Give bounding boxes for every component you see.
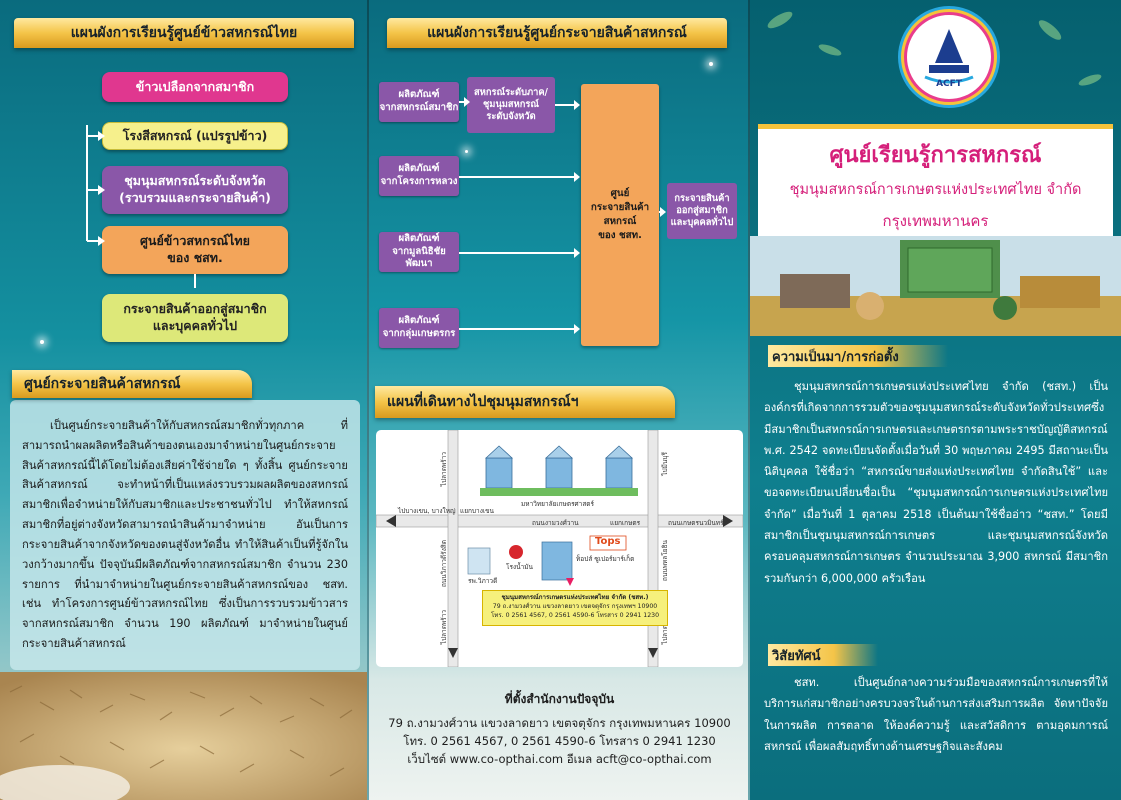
product-source-royal-project: ผลิตภัณฑ์ จากโครงการหลวง (379, 156, 459, 196)
flow-arrow (87, 185, 105, 195)
flow-arrow (87, 131, 105, 141)
map-label: แยกเกษตร (610, 519, 641, 527)
flow-arrow (555, 100, 580, 110)
map-label: ถนนวิภาวดีรังสิต (440, 540, 448, 588)
flow-arrow (459, 97, 470, 107)
map-label: ไปลาดพร้าว (440, 452, 448, 487)
map-label: ถนนเกษตรนวมินทร์ (668, 519, 724, 527)
central-distribution-box: ศูนย์ กระจายสินค้า สหกรณ์ ของ ชสท. (581, 84, 659, 346)
office-address-line: 79 ถ.งามวงศ์วาน แขวงลาดยาว เขตจตุจักร กร… (388, 716, 731, 730)
route-map: ไปลาดพร้าว มหาวิทยาลัยเกษตรศาสตร์ ไปบางเ… (376, 430, 743, 667)
distribution-center-heading: ศูนย์กระจายสินค้าสหกรณ์ (12, 370, 252, 398)
flow-step-distribution: กระจายสินค้าออกสู่สมาชิก และบุคคลทั่วไป (102, 294, 288, 342)
flow-arrow (87, 236, 105, 246)
office-heading: ที่ตั้งสำนักงานปัจจุบัน (504, 692, 615, 706)
leaf-decoration (767, 11, 1102, 86)
sparkle-decoration (709, 62, 713, 66)
map-label: ถนนงามวงศ์วาน (532, 519, 579, 527)
office-phone-line: โทร. 0 2561 4567, 0 2561 4590-6 โทรสาร 0… (403, 733, 716, 748)
flow-connector (194, 274, 196, 288)
map-label: ไปมีนบุรี (661, 452, 669, 476)
flow-arrow (459, 248, 580, 258)
regional-coop-box: สหกรณ์ระดับภาค/ ชุมนุมสหกรณ์ ระดับจังหวั… (467, 77, 555, 133)
map-label: ท็อปส์ ซูเปอร์มาร์เก็ต (576, 555, 635, 563)
distribution-flow-banner: แผนผังการเรียนรู้ศูนย์กระจายสินค้าสหกรณ์ (387, 18, 727, 48)
sparkle-decoration (40, 340, 44, 344)
map-label: แยกบางเขน (460, 507, 494, 515)
map-label: รพ.วิภาวดี (468, 577, 498, 585)
distribute-out-box: กระจายสินค้า ออกสู่สมาชิก และบุคคลทั่วไป (667, 183, 737, 239)
panel-cover: ACFT ศูนย์เรียนรู้การสหกรณ์ ชุมนุมสหกรณ์… (750, 0, 1121, 800)
map-label: ไปบางเขน, บางใหญ่ (398, 507, 456, 515)
flow-connector (86, 125, 88, 241)
panel-distribution-center: แผนผังการเรียนรู้ศูนย์กระจายสินค้าสหกรณ์… (369, 0, 750, 800)
vision-heading: วิสัยทัศน์ (768, 644, 878, 666)
product-source-members: ผลิตภัณฑ์ จากสหกรณ์สมาชิก (379, 82, 459, 122)
flow-arrow (459, 172, 580, 182)
panel-rice-center: แผนผังการเรียนรู้ศูนย์ข้าวสหกรณ์ไทย ข้าว… (0, 0, 369, 800)
flow-step-thai-rice-center: ศูนย์ข้าวสหกรณ์ไทย ของ ชสท. (102, 226, 288, 274)
acft-logo: ACFT (904, 12, 994, 102)
distribution-center-text: เป็นศูนย์กระจายสินค้าให้กับสหกรณ์สมาชิกท… (22, 419, 348, 651)
flow-arrow (659, 207, 666, 217)
flow-step-provincial-coop: ชุมนุมสหกรณ์ระดับจังหวัด (รวบรวมและกระจา… (102, 166, 288, 214)
map-label: ไปลาดพร้าว (440, 610, 448, 645)
org-name: ชุมนุมสหกรณ์การเกษตรแห่งประเทศไทย จำกัด (789, 182, 1082, 198)
flow-step-paddy: ข้าวเปลือกจากสมาชิก (102, 72, 288, 102)
history-heading: ความเป็นมา/การก่อตั้ง (768, 345, 948, 367)
map-label: โรงน้ำมัน (506, 563, 533, 571)
product-source-farmer-groups: ผลิตภัณฑ์ จากกลุ่มเกษตรกร (379, 308, 459, 348)
distribution-center-box: เป็นศูนย์กระจายสินค้าให้กับสหกรณ์สมาชิกท… (10, 400, 360, 670)
rice-grain-image (0, 672, 369, 800)
photo-collage (750, 236, 1121, 336)
rice-flow-banner: แผนผังการเรียนรู้ศูนย์ข้าวสหกรณ์ไทย (14, 18, 354, 48)
office-address: ที่ตั้งสำนักงานปัจจุบัน 79 ถ.งามวงศ์วาน … (369, 690, 750, 768)
vision-text: ชสท. เป็นศูนย์กลางความร่วมมือของสหกรณ์กา… (764, 676, 1108, 753)
logo-text: ACFT (936, 79, 962, 89)
map-label: ถนนพหลโยธิน (661, 540, 669, 582)
sparkle-decoration (465, 150, 468, 153)
product-source-chaipattana: ผลิตภัณฑ์ จากมูลนิธิชัยพัฒนา (379, 232, 459, 272)
map-label: มหาวิทยาลัยเกษตรศาสตร์ (521, 500, 595, 508)
map-banner: แผนที่เดินทางไปชุมนุมสหกรณ์ฯ (375, 386, 675, 418)
map-address-box: ชุมนุมสหกรณ์การเกษตรแห่งประเทศไทย จำกัด … (482, 590, 668, 626)
flow-step-mill: โรงสีสหกรณ์ (แปรรูปข้าว) (102, 122, 288, 150)
office-web-line: เว็บไซต์ www.co-opthai.com อีเมล acft@co… (407, 751, 712, 766)
tops-logo: Tops (595, 536, 621, 547)
main-title: ศูนย์เรียนรู้การสหกรณ์ (829, 143, 1042, 168)
flow-arrow (459, 324, 580, 334)
city-name: กรุงเทพมหานคร (882, 212, 989, 230)
title-card: ศูนย์เรียนรู้การสหกรณ์ ชุมนุมสหกรณ์การเก… (758, 124, 1113, 236)
history-text: ชุมนุมสหกรณ์การเกษตรแห่งประเทศไทย จำกัด … (764, 380, 1108, 585)
